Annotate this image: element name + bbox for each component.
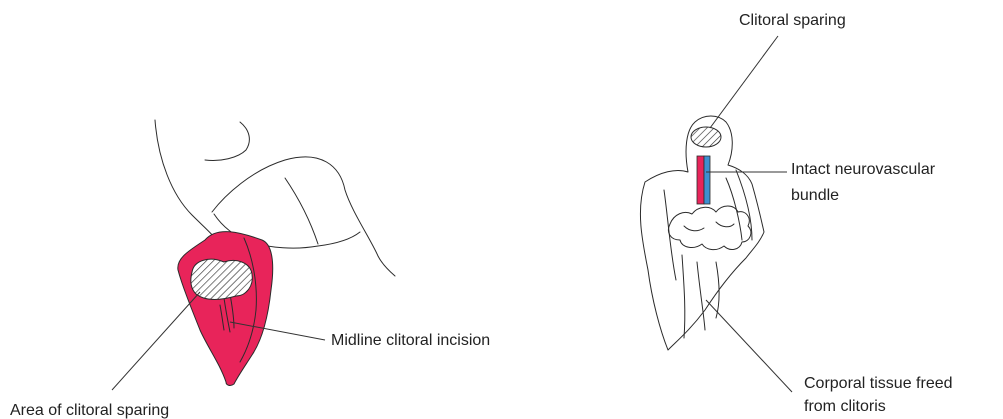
bundle-label-line2: bundle	[791, 187, 839, 204]
corporal-ruffle-inner	[684, 222, 734, 231]
corporal-ruffle	[668, 206, 750, 250]
sparing-leader	[112, 292, 200, 390]
midline-incision-label: Midline clitoral incision	[331, 332, 490, 349]
left-skin-outline	[155, 120, 215, 238]
corporal-label-line1: Corporal tissue freed	[804, 375, 953, 392]
flap-crease	[285, 178, 318, 244]
right-body-fold-2	[682, 255, 685, 338]
vein-strip	[704, 156, 710, 204]
clitoral-sparing-leader	[710, 36, 778, 128]
sparing-area-right	[691, 127, 721, 147]
clitoral-sparing-label: Clitoral sparing	[739, 12, 846, 29]
area-sparing-label: Area of clitoral sparing	[10, 402, 169, 419]
artery-strip	[697, 156, 704, 204]
right-body-fold-3	[697, 262, 705, 330]
right-figure: Clitoral sparing Intact neurovascular bu…	[640, 12, 952, 415]
left-figure: Midline clitoral incision Area of clitor…	[10, 120, 490, 419]
right-body-outline	[640, 116, 764, 350]
bundle-label-line1: Intact neurovascular	[791, 161, 936, 178]
right-wing-line	[736, 170, 752, 240]
sparing-area-left	[191, 259, 253, 299]
corporal-label-line2: from clitoris	[804, 398, 886, 415]
left-fold-outline	[205, 122, 249, 161]
right-wing-line-2	[726, 178, 742, 240]
corporal-leader	[706, 300, 792, 392]
